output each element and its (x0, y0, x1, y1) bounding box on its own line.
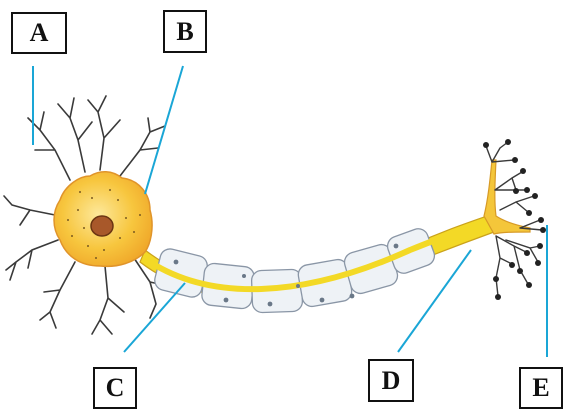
label-b: B (163, 10, 207, 53)
nucleus (91, 216, 113, 236)
label-e: E (519, 367, 563, 409)
leader-line-b (145, 66, 183, 194)
myelin-sheath (153, 226, 438, 313)
label-a: A (11, 12, 67, 54)
label-c: C (93, 367, 137, 409)
label-d: D (368, 359, 414, 402)
leader-line-c (124, 283, 185, 352)
